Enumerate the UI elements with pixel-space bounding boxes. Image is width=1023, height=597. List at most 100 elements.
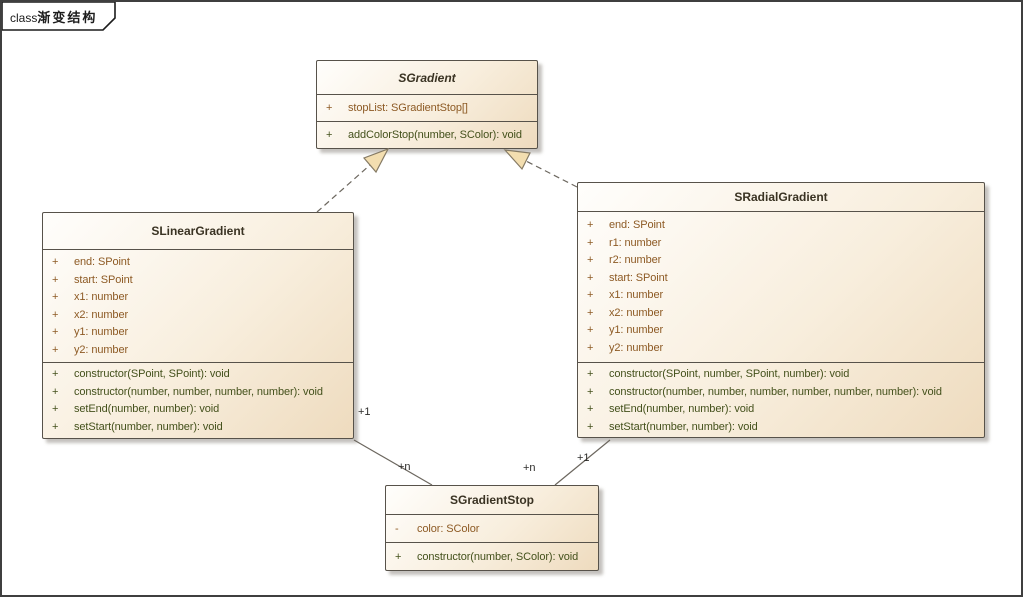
attribute-text: x1: number bbox=[74, 291, 129, 303]
attribute-text: x2: number bbox=[74, 308, 129, 321]
attribute-text: end: SPoint bbox=[74, 256, 130, 268]
attribute-text: y1: number bbox=[609, 324, 664, 336]
visibility-sign: + bbox=[587, 403, 594, 415]
attribute-text: y2: number bbox=[74, 343, 129, 356]
method-row[interactable]: + constructor(number, SColor): void bbox=[386, 551, 598, 563]
method-row[interactable]: + constructor(number, number, number, num… bbox=[43, 384, 353, 402]
class-sgradient[interactable]: SGradient + stopList: SGradientStop[] + … bbox=[316, 60, 538, 149]
visibility-sign: + bbox=[587, 306, 594, 319]
frame-label: class渐变结构 bbox=[10, 7, 97, 26]
attribute-row[interactable]: +y2: number bbox=[578, 340, 984, 358]
attribute-text: end: SPoint bbox=[609, 219, 665, 231]
visibility-sign: + bbox=[52, 368, 59, 380]
class-sgradientstop-methods: + constructor(number, SColor): void bbox=[386, 542, 598, 570]
attribute-row[interactable]: + end: SPoint bbox=[578, 217, 984, 235]
attribute-row[interactable]: +y1: number bbox=[43, 324, 353, 342]
visibility-sign: + bbox=[587, 368, 594, 380]
attribute-text: r2: number bbox=[609, 254, 662, 266]
attribute-row[interactable]: +r1: number bbox=[578, 235, 984, 253]
method-row[interactable]: + constructor(SPoint, number, SPoint, num… bbox=[578, 366, 984, 384]
attribute-text: x1: number bbox=[609, 289, 664, 301]
generalization-line-radial-to-sgradient[interactable] bbox=[525, 160, 578, 188]
multiplicity-label: +n bbox=[398, 461, 411, 473]
class-sgradientstop-attributes: - color: SColor bbox=[386, 514, 598, 542]
attribute-text: start: SPoint bbox=[609, 271, 668, 284]
frame-tab: class渐变结构 bbox=[2, 2, 142, 36]
visibility-sign: + bbox=[52, 256, 59, 268]
attribute-row[interactable]: + start: SPoint bbox=[578, 270, 984, 288]
visibility-sign: + bbox=[52, 385, 59, 398]
visibility-sign: + bbox=[587, 420, 594, 433]
visibility-sign: + bbox=[52, 308, 59, 321]
attribute-row[interactable]: + y1: number bbox=[578, 322, 984, 340]
visibility-sign: - bbox=[395, 522, 399, 535]
frame-tab-shape bbox=[2, 2, 116, 31]
class-sgradientstop-title: SGradientStop bbox=[449, 493, 534, 507]
visibility-sign: + bbox=[326, 102, 333, 114]
method-text: setStart(number, number): void bbox=[609, 420, 758, 433]
method-text: setEnd(number, number): void bbox=[74, 403, 220, 415]
attribute-text: color: SColor bbox=[417, 522, 480, 535]
visibility-sign: + bbox=[52, 291, 59, 303]
visibility-sign: + bbox=[52, 343, 59, 356]
attribute-text: x2: number bbox=[609, 306, 664, 319]
attribute-text: stopList: SGradientStop[] bbox=[348, 102, 468, 114]
visibility-sign: + bbox=[587, 385, 594, 398]
method-text: setStart(number, number): void bbox=[74, 420, 223, 433]
class-sgradient-title: SGradient bbox=[398, 70, 456, 85]
attribute-row[interactable]: - color: SColor bbox=[386, 523, 598, 535]
attribute-row[interactable]: + end: SPoint bbox=[43, 254, 353, 272]
attribute-row[interactable]: + r2: number bbox=[578, 252, 984, 270]
method-row[interactable]: + setStart(number, number): void bbox=[43, 419, 353, 437]
class-sradialgradient-title: SRadialGradient bbox=[734, 190, 828, 204]
class-slineargradient-attributes: +end: SPoint +start: SPoint +x1: number … bbox=[43, 249, 353, 362]
attribute-row[interactable]: + x1: number bbox=[578, 287, 984, 305]
visibility-sign: + bbox=[326, 129, 333, 141]
frame-keyword: class bbox=[10, 11, 38, 25]
generalization-triangle-icon bbox=[362, 147, 390, 174]
visibility-sign: + bbox=[587, 219, 594, 231]
method-text: setEnd(number, number): void bbox=[609, 403, 755, 415]
method-text: constructor(number, number, number, numb… bbox=[74, 385, 323, 398]
association-line-radial-to-stop[interactable] bbox=[554, 439, 611, 486]
visibility-sign: + bbox=[52, 403, 59, 415]
method-row[interactable]: + setEnd(number, number): void bbox=[578, 401, 984, 419]
class-sgradientstop[interactable]: SGradientStop - color: SColor + construc… bbox=[385, 485, 599, 571]
method-row[interactable]: + setStart(number, number): void bbox=[578, 419, 984, 437]
visibility-sign: + bbox=[587, 289, 594, 301]
multiplicity-label: +1 bbox=[577, 452, 590, 464]
method-text: addColorStop(number, SColor): void bbox=[348, 129, 522, 141]
method-text: constructor(SPoint, number, SPoint, numb… bbox=[609, 368, 850, 380]
generalization-line-linear-to-sgradient[interactable] bbox=[316, 164, 371, 213]
class-slineargradient[interactable]: SLinearGradient + end: SPoint +start: SPo… bbox=[42, 212, 354, 439]
attribute-row[interactable]: + y2: number bbox=[43, 342, 353, 360]
visibility-sign: + bbox=[395, 550, 402, 563]
generalization-triangle-icon bbox=[503, 149, 531, 171]
method-row[interactable]: +constructor(SPoint, SPoint): void bbox=[43, 366, 353, 384]
method-row[interactable]: + constructor(number, number, number, num… bbox=[578, 384, 984, 402]
association-line-linear-to-stop[interactable] bbox=[353, 439, 433, 486]
attribute-row[interactable]: + stopList: SGradientStop[] bbox=[317, 102, 537, 114]
method-row[interactable]: + addColorStop(number, SColor): void bbox=[317, 129, 537, 141]
multiplicity-label: +n bbox=[523, 462, 536, 474]
visibility-sign: + bbox=[52, 420, 59, 433]
visibility-sign: + bbox=[52, 326, 59, 338]
frame-title: 渐变结构 bbox=[37, 10, 98, 25]
attribute-row[interactable]: + x2: number bbox=[43, 307, 353, 325]
class-sradialgradient[interactable]: SRadialGradient + end: SPoint +r1: number… bbox=[577, 182, 985, 438]
class-sgradient-methods: + addColorStop(number, SColor): void bbox=[317, 121, 537, 148]
attribute-row[interactable]: +start: SPoint bbox=[43, 272, 353, 290]
visibility-sign: + bbox=[52, 273, 59, 286]
class-slineargradient-title: SLinearGradient bbox=[151, 224, 245, 238]
visibility-sign: + bbox=[587, 324, 594, 336]
method-text: constructor(number, number, number, numb… bbox=[609, 385, 942, 398]
method-row[interactable]: + setEnd(number, number): void bbox=[43, 401, 353, 419]
attribute-row[interactable]: + x1: number bbox=[43, 289, 353, 307]
attribute-row[interactable]: + x2: number bbox=[578, 305, 984, 323]
visibility-sign: + bbox=[587, 271, 594, 284]
class-sradialgradient-attributes: + end: SPoint +r1: number + r2: number + st… bbox=[578, 211, 984, 362]
multiplicity-label: +1 bbox=[358, 406, 371, 418]
visibility-sign: + bbox=[587, 254, 594, 266]
attribute-text: y2: number bbox=[609, 341, 664, 354]
